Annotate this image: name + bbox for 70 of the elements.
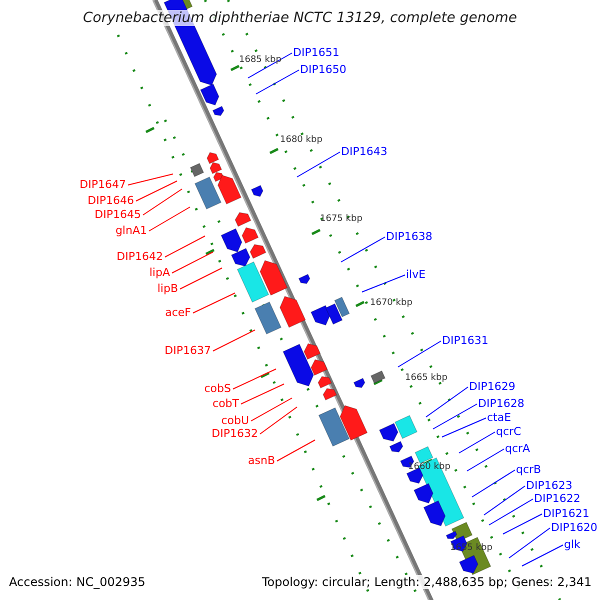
leader-line: [128, 174, 174, 186]
leader-line: [240, 384, 284, 404]
leader-line: [426, 386, 468, 418]
gene-label: DIP1645: [94, 208, 141, 221]
scale-label: 1685 kbp: [239, 55, 282, 66]
footer-text: Accession: NC_002935: [9, 575, 146, 589]
leader-line: [148, 206, 190, 232]
title: Corynebacterium diphtheriae NCTC 13129, complete genome: [82, 10, 518, 26]
leader-line: [502, 514, 542, 534]
gene-label: qcrA: [505, 442, 530, 455]
leader-line: [172, 252, 214, 274]
gene-label: qcrC: [496, 425, 522, 438]
scale-label: 1670 kbp: [370, 298, 412, 309]
gene-label: glk: [564, 538, 580, 551]
leader-line: [466, 448, 504, 472]
scale-label: 1680 kbp: [280, 135, 322, 146]
gene-label: ctaE: [487, 411, 512, 424]
leader-line: [296, 152, 340, 178]
gene-label: DIP1620: [551, 521, 598, 534]
leader-line: [276, 440, 316, 462]
gene-label: DIP1629: [469, 380, 516, 393]
leader-line: [362, 274, 406, 292]
gene-label: DIP1651: [293, 46, 340, 59]
leader-line: [340, 236, 386, 262]
leader-line: [458, 432, 496, 454]
gene-label: DIP1628: [478, 397, 524, 410]
leader-line: [212, 330, 256, 352]
leader-line: [142, 188, 182, 216]
leader-line: [398, 340, 442, 368]
gene-label: DIP1642: [116, 250, 163, 263]
leader-line: [484, 486, 526, 516]
gene-label: DIP1623: [526, 479, 572, 492]
leader-line: [472, 470, 516, 498]
gene-label: qcrB: [516, 463, 542, 476]
leader-line: [488, 498, 534, 526]
gene-label: ilvE: [406, 268, 426, 281]
leader-line: [180, 268, 222, 290]
gene-label: lipA: [149, 266, 170, 279]
gene-label: DIP1621: [543, 507, 590, 520]
leader-line: [136, 180, 178, 202]
gene-label: asnB: [248, 454, 275, 467]
gene-label: lipB: [157, 282, 178, 295]
gene-label: cobT: [212, 397, 239, 410]
scale-label: 1665 kbp: [405, 373, 448, 384]
leader-line: [522, 544, 564, 566]
leader-line: [508, 528, 550, 558]
gene-label: cobS: [204, 382, 231, 395]
gene-label: DIP1650: [300, 63, 346, 76]
leader-line: [232, 368, 276, 390]
gene-label: DIP1647: [80, 178, 126, 191]
leader-line: [248, 52, 292, 78]
footer-text: Topology: circular; Length: 2,488,635 bp; Genes: 2,341: [262, 575, 592, 589]
gene-label: aceF: [165, 306, 191, 319]
gene-label: DIP1631: [442, 334, 488, 347]
leader-line: [256, 70, 300, 94]
leader-line: [432, 404, 478, 430]
leader-line: [250, 398, 292, 422]
leader-line: [192, 292, 236, 314]
gene-label: DIP1637: [164, 344, 211, 357]
gene-label: cobU: [221, 414, 249, 427]
leader-line: [260, 406, 298, 434]
scale-label: 1675 kbp: [320, 214, 362, 225]
gene-label: DIP1638: [386, 230, 432, 243]
gene-label: DIP1622: [534, 492, 580, 505]
gene-label: DIP1643: [341, 145, 388, 158]
leader-line: [442, 418, 486, 438]
gene-label: glnA1: [115, 224, 147, 237]
leader-line: [164, 236, 206, 258]
gene-label: DIP1632: [212, 427, 258, 440]
gene-label: DIP1646: [88, 194, 134, 207]
